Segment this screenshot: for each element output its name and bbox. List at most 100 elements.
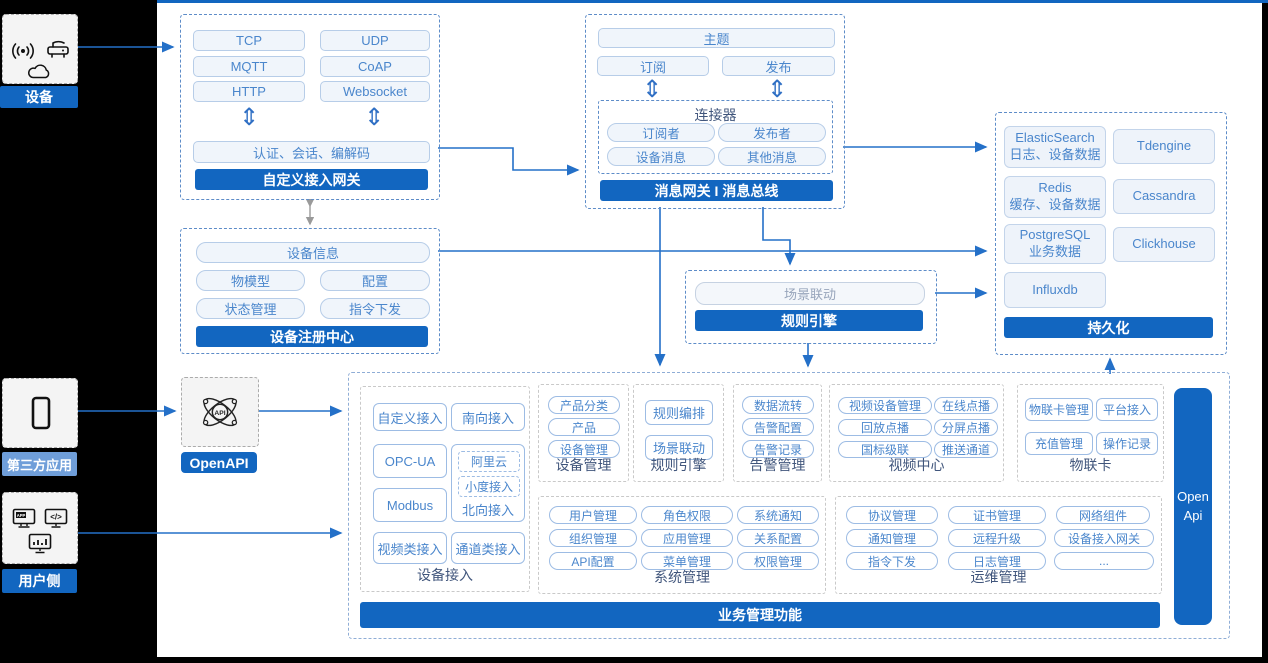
connector-pill: 发布者 — [718, 123, 826, 142]
registry-pill: 物模型 — [196, 270, 305, 291]
openapi-label: OpenAPI — [181, 452, 257, 473]
scene-linkage-pill: 场景联动 — [695, 282, 925, 305]
feature-pill: 权限管理 — [737, 552, 819, 570]
business-mgmt-bar: 业务管理功能 — [360, 602, 1160, 628]
feature-pill: 充值管理 — [1025, 432, 1093, 455]
connector-pill: 其他消息 — [718, 147, 826, 166]
auth-session-codec-pill: 认证、会话、编解码 — [193, 141, 430, 163]
custom-gateway-box — [180, 14, 440, 200]
app-window-icon: APP — [12, 508, 36, 528]
topic-pill: 主题 — [598, 28, 835, 48]
connector-pill: 设备消息 — [607, 147, 715, 166]
feature-pill: 分屏点播 — [934, 419, 998, 436]
section-title: 视频中心 — [888, 457, 945, 473]
section-iot-card: 物联卡管理 平台接入 充值管理 操作记录 物联卡 — [1017, 384, 1164, 482]
db-cell: Clickhouse — [1113, 227, 1215, 262]
feature-pill: 产品分类 — [548, 396, 620, 414]
feature-pill: API配置 — [549, 552, 637, 570]
svg-text:API: API — [214, 410, 225, 417]
feature-box: 场景联动 — [645, 435, 713, 460]
feature-box: 自定义接入 — [373, 403, 447, 431]
feature-pill: 角色权限 — [641, 506, 733, 524]
user-side-label: 用户侧 — [2, 569, 77, 593]
device-icons-box — [2, 14, 78, 84]
device-info-pill: 设备信息 — [196, 242, 430, 263]
feature-pill: ... — [1054, 552, 1154, 570]
feature-box: 视频类接入 — [373, 532, 447, 564]
feature-pill: 证书管理 — [948, 506, 1046, 524]
wireless-signal-icon — [12, 43, 34, 59]
protocol-pill: MQTT — [193, 56, 305, 77]
section-device-mgmt: 产品分类 产品 设备管理 设备管理 — [538, 384, 629, 482]
section-title: 告警管理 — [749, 457, 806, 473]
code-window-icon: </> — [44, 508, 68, 528]
protocol-pill: CoAP — [320, 56, 430, 77]
feature-pill: 操作记录 — [1096, 432, 1158, 455]
openapi-icon: API — [202, 397, 238, 427]
section-device-access: 自定义接入 南向接入 OPC-UA 阿里云 小度接入 北向接入 Modbus 视… — [360, 386, 530, 592]
feature-pill: 日志管理 — [948, 552, 1046, 570]
db-cell: Influxdb — [1004, 272, 1106, 308]
user-side-icons-box: APP </> — [2, 492, 78, 564]
protocol-pill: HTTP — [193, 81, 305, 102]
protocol-pill: Websocket — [320, 81, 430, 102]
feature-pill: 设备管理 — [548, 440, 620, 458]
section-title: 运维管理 — [970, 569, 1027, 585]
section-title: 设备接入 — [417, 567, 473, 583]
persistence-box — [995, 112, 1227, 355]
message-bus-box — [585, 14, 845, 209]
nested-dashed-box: 小度接入 — [458, 476, 520, 497]
registry-pill: 指令下发 — [320, 298, 430, 319]
feature-box: 规则编排 — [645, 400, 713, 425]
feature-box: OPC-UA — [373, 444, 447, 478]
north-access-label: 北向接入 — [461, 503, 514, 518]
feature-pill: 产品 — [548, 418, 620, 436]
business-box — [348, 372, 1230, 639]
feature-pill: 在线点播 — [934, 397, 998, 414]
feature-box-group: 阿里云 小度接入 北向接入 — [451, 444, 525, 522]
protocol-pill: UDP — [320, 30, 430, 51]
svg-text:</>: </> — [50, 513, 62, 522]
connector-title: 连接器 — [694, 107, 737, 123]
connector-box: 连接器 订阅者 发布者 设备消息 其他消息 — [598, 100, 833, 174]
top-accent-line — [157, 0, 1268, 3]
subscribe-pill: 订阅 — [597, 56, 709, 76]
message-bus-bar: 消息网关 I 消息总线 — [600, 180, 833, 201]
connector-pill: 订阅者 — [607, 123, 715, 142]
cloud-icon — [28, 64, 50, 79]
feature-pill: 告警记录 — [742, 440, 814, 458]
feature-pill: 应用管理 — [641, 529, 733, 547]
phone-icon — [31, 396, 51, 430]
device-registry-bar: 设备注册中心 — [196, 326, 428, 347]
feature-pill: 系统通知 — [737, 506, 819, 524]
updown-arrow-icon: ⇕ — [766, 76, 788, 103]
section-ops-mgmt: 协议管理 证书管理 网络组件 通知管理 远程升级 设备接入网关 指令下发 日志管… — [835, 496, 1162, 594]
section-title: 规则引擎 — [650, 457, 707, 473]
feature-pill: 视频设备管理 — [838, 397, 932, 414]
feature-pill: 通知管理 — [846, 529, 938, 547]
third-party-label: 第三方应用 — [2, 452, 77, 476]
section-alarm: 数据流转 告警配置 告警记录 告警管理 — [733, 384, 822, 482]
rule-engine-box — [685, 270, 937, 344]
updown-arrow-icon: ⇕ — [238, 104, 260, 131]
open-api-line: Api — [1183, 507, 1203, 523]
persistence-bar: 持久化 — [1004, 317, 1213, 338]
openapi-icon-box: API — [181, 377, 259, 447]
open-api-vertical-bar: Open Api — [1174, 388, 1212, 625]
feature-pill: 设备接入网关 — [1054, 529, 1154, 547]
svg-text:APP: APP — [17, 513, 26, 518]
feature-pill: 推送通道 — [934, 441, 998, 458]
registry-pill: 配置 — [320, 270, 430, 291]
feature-pill: 物联卡管理 — [1025, 398, 1093, 421]
publish-pill: 发布 — [722, 56, 835, 76]
rule-engine-bar: 规则引擎 — [695, 310, 923, 331]
protocol-pill: TCP — [193, 30, 305, 51]
section-video-center: 视频设备管理 在线点播 回放点播 分屏点播 国标级联 推送通道 视频中心 — [829, 384, 1004, 482]
registry-pill: 状态管理 — [196, 298, 305, 319]
section-system-mgmt: 用户管理 角色权限 系统通知 组织管理 应用管理 关系配置 API配置 菜单管理… — [538, 496, 826, 594]
